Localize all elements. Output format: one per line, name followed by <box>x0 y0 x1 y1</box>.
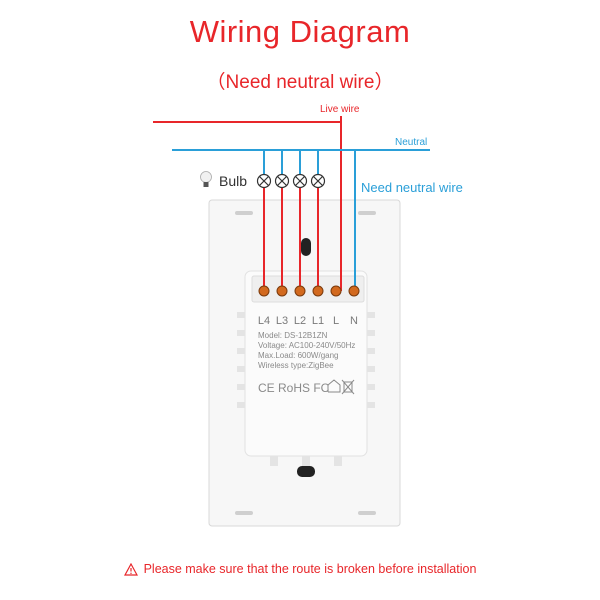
bulb-label: Bulb <box>219 173 247 189</box>
plate-top-slot-right <box>358 211 376 215</box>
spec-max-load: Max.Load: 600W/gang <box>258 351 339 360</box>
spec-wireless: Wireless type:ZigBee <box>258 361 334 370</box>
plate-bottom-slot-left <box>235 511 253 515</box>
neutral-label: Neutral <box>395 137 427 148</box>
terminal-label-n: N <box>350 315 358 327</box>
live-wire-label: Live wire <box>320 104 360 115</box>
plate-bottom-slot-right <box>358 511 376 515</box>
terminal-label-l: L <box>333 315 339 327</box>
bulb-symbol-l2 <box>292 173 308 189</box>
spec-model: Model: DS-12B1ZN <box>258 331 328 340</box>
terminal-label-l2: L2 <box>294 315 306 327</box>
terminal-label-l3: L3 <box>276 315 288 327</box>
plate-bottom-hole <box>297 466 315 477</box>
page-subtitle: （Need neutral wire） <box>206 72 394 93</box>
page-title: Wiring Diagram <box>189 14 411 49</box>
spec-voltage: Voltage: AC100-240V/50Hz <box>258 341 355 350</box>
terminal-labels: L4 L3 L2 L1 L N <box>258 315 358 327</box>
house-icon <box>327 379 341 393</box>
warning-notice: Please make sure that the route is broke… <box>0 562 600 576</box>
plate-top-hole <box>301 238 311 256</box>
bulb-neutral-taps <box>263 150 319 174</box>
lightbulb-icon <box>200 171 212 187</box>
weee-bin-icon <box>341 379 355 395</box>
terminal-screws <box>258 285 360 297</box>
warning-text: Please make sure that the route is broke… <box>143 562 477 576</box>
cert-marks: CE RoHS FC <box>258 381 330 395</box>
module-ribs <box>237 312 375 466</box>
bulb-symbol-l3 <box>274 173 290 189</box>
bulb-symbol-l4 <box>256 173 272 189</box>
need-neutral-label: Need neutral wire <box>361 180 463 195</box>
terminal-label-l1: L1 <box>312 315 324 327</box>
terminal-label-l4: L4 <box>258 315 270 327</box>
spec-label: Model: DS-12B1ZN Voltage: AC100-240V/50H… <box>258 331 355 370</box>
bulb-symbol-l1 <box>310 173 326 189</box>
warning-icon <box>123 563 138 576</box>
plate-top-slot-left <box>235 211 253 215</box>
load-wires <box>263 188 319 291</box>
